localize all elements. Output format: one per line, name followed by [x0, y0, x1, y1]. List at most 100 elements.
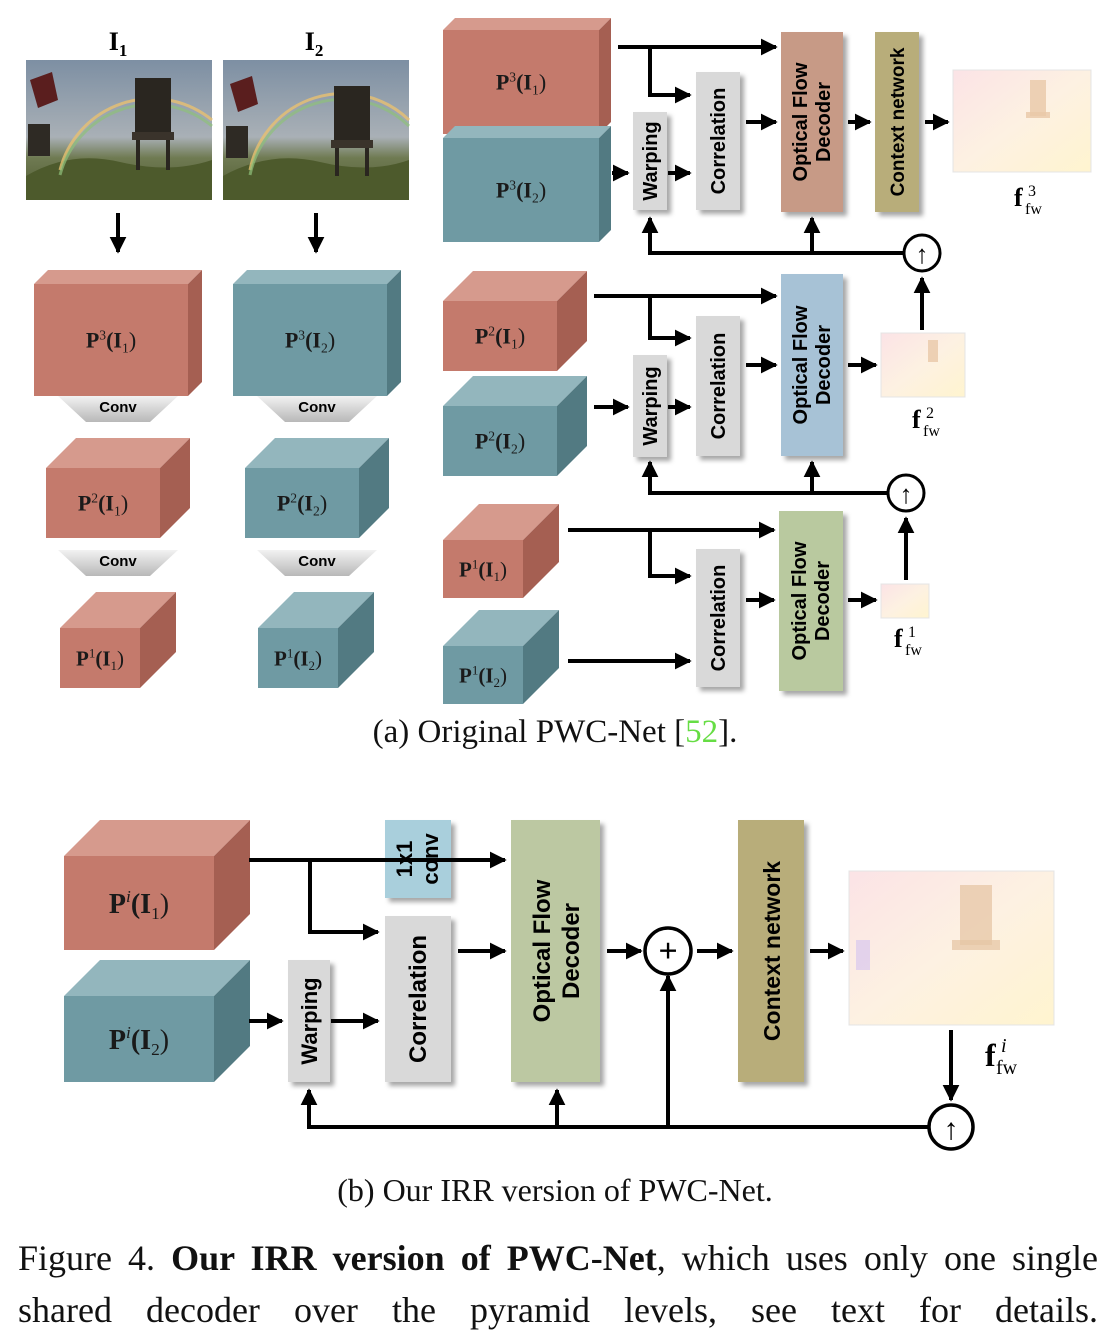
- decoder-block-b: [511, 820, 600, 1082]
- context-network-block-b: [738, 820, 804, 1082]
- decoder-block-l2: [781, 274, 843, 456]
- plus-circle-b: +: [643, 926, 693, 976]
- correlation-label-b: Correlation: [405, 935, 432, 1063]
- svg-text:fw: fw: [1025, 201, 1042, 218]
- citation-link[interactable]: 52: [685, 714, 719, 750]
- svg-text:fw: fw: [996, 1057, 1018, 1079]
- decoder-label-l1-b: Decoder: [812, 561, 834, 641]
- input-image-1: [26, 60, 213, 200]
- warping-block-b: [288, 960, 330, 1082]
- conv-arrow-2b: Conv: [257, 550, 377, 576]
- cube-p1-i1-right: P1(I1): [443, 504, 559, 598]
- flow-label-l2: f 2 fw: [912, 405, 940, 440]
- correlation-label-l1: Correlation: [708, 565, 730, 672]
- decoder-label-l2-b: Decoder: [813, 325, 835, 405]
- cube-p2-i1-left-label: P2(I1): [78, 490, 128, 518]
- warping-label-l2: Warping: [640, 366, 662, 445]
- cube-p3-i1-right: P3(I1): [443, 18, 611, 134]
- svg-text:I1: I1: [109, 27, 128, 60]
- svg-text:f: f: [894, 624, 903, 653]
- warping-block-l2: [633, 355, 667, 457]
- cube-p1-i2-right-label: P1(I2): [459, 662, 507, 690]
- decoder-label-b-a: Optical Flow: [529, 879, 556, 1022]
- upsample-circle-l2: ↑: [886, 473, 926, 513]
- cube-p1-i1-right-label: P1(I1): [459, 556, 507, 584]
- pwc-net-architecture-figure: I1 I2 P3(I1)P3(I2)P2(I1)P2(I2)P1(I1)P1: [26, 18, 1092, 1151]
- conv-arrow-1a: Conv: [58, 396, 178, 422]
- correlation-block-l2: [696, 316, 740, 456]
- decoder-label-l2-a: Optical Flow: [790, 305, 812, 424]
- svg-text:I2: I2: [305, 27, 324, 60]
- cube-pi-i2: Pi(I2): [64, 960, 250, 1082]
- flow-label-l3: f 3 fw: [1014, 183, 1042, 218]
- flow-label-b: f i fw: [985, 1035, 1018, 1079]
- svg-text:Conv: Conv: [99, 399, 137, 416]
- svg-text:f: f: [1014, 183, 1023, 212]
- conv-arrow-1b: Conv: [58, 550, 178, 576]
- upsample-circle-b: ↑: [927, 1103, 975, 1151]
- cube-p2-i1-right-label: P2(I1): [475, 323, 525, 351]
- cube-pi-i1: Pi(I1): [64, 820, 250, 950]
- cube-p1-i1-left: P1(I1): [60, 592, 176, 688]
- connectors-b: [249, 851, 960, 1129]
- context-network-label-b: Context network: [759, 861, 785, 1041]
- svg-text:Conv: Conv: [298, 553, 336, 570]
- decoder-label-l1-a: Optical Flow: [789, 541, 811, 660]
- warping-block-l3: [633, 112, 667, 210]
- correlation-block-b: [385, 916, 451, 1082]
- svg-text:Conv: Conv: [99, 553, 137, 570]
- decoder-label-l3-b: Decoder: [813, 82, 835, 162]
- svg-text:fw: fw: [905, 642, 922, 659]
- correlation-label-l2: Correlation: [708, 333, 730, 440]
- context-network-label: Context network: [888, 47, 909, 196]
- cube-p3-i2-left: P3(I2): [233, 270, 401, 396]
- cube-p3-i2-right: P3(I2): [443, 126, 611, 242]
- image-label-i1: I1: [109, 27, 128, 60]
- input-image-2: [223, 60, 411, 200]
- caption-b: (b) Our IRR version of PWC-Net.: [337, 1172, 773, 1208]
- svg-text:↑: ↑: [900, 480, 913, 509]
- cube-p1-i2-right: P1(I2): [443, 610, 559, 704]
- decoder-block-l3: [781, 32, 843, 212]
- flow-output-b: [848, 870, 1055, 1026]
- correlation-label-l3: Correlation: [708, 88, 730, 195]
- svg-text:2: 2: [926, 405, 934, 422]
- connectors-l2: [594, 287, 915, 580]
- decoder-label-l3-a: Optical Flow: [790, 62, 812, 181]
- correlation-block-l3: [696, 72, 740, 210]
- cube-p3-i1-left: P3(I1): [34, 270, 202, 396]
- cube-p1-i2-left: P1(I2): [258, 592, 374, 688]
- cube-p3-i2-right-label: P3(I2): [496, 177, 546, 205]
- conv-arrow-2a: Conv: [257, 396, 377, 422]
- svg-text:+: +: [658, 933, 677, 970]
- svg-text:f: f: [985, 1037, 996, 1073]
- connectors-l3: [612, 38, 950, 330]
- cube-pi-i2-label: Pi(I2): [109, 1023, 169, 1059]
- cube-pi-i1-label: Pi(I1): [109, 887, 169, 923]
- cube-p1-i1-left-label: P1(I1): [76, 645, 124, 673]
- flow-label-l1: f 1 fw: [894, 624, 922, 659]
- svg-text:3: 3: [1028, 183, 1036, 200]
- svg-text:f: f: [912, 405, 921, 434]
- caption-a: (a) Original PWC-Net [52].: [372, 714, 738, 750]
- cube-p3-i2-left-label: P3(I2): [285, 327, 335, 355]
- svg-text:i: i: [1001, 1035, 1007, 1057]
- svg-text:↑: ↑: [916, 240, 929, 269]
- figure-caption: Figure 4. Our IRR version of PWC-Net, wh…: [18, 1238, 1099, 1330]
- cube-p3-i1-right-label: P3(I1): [496, 69, 546, 97]
- decoder-label-b-b: Decoder: [558, 903, 585, 999]
- cube-p3-i1-left-label: P3(I1): [86, 327, 136, 355]
- upsample-circle-l3: ↑: [902, 233, 942, 273]
- image-label-i2: I2: [305, 27, 324, 60]
- decoder-block-l1: [779, 511, 843, 691]
- svg-text:fw: fw: [923, 423, 940, 440]
- svg-text:1: 1: [908, 624, 916, 641]
- warping-label-b: Warping: [297, 977, 322, 1064]
- correlation-block-l1: [696, 549, 740, 687]
- cube-p1-i2-left-label: P1(I2): [274, 645, 322, 673]
- cube-p2-i1-left: P2(I1): [46, 438, 190, 538]
- cube-p2-i1-right: P2(I1): [443, 271, 587, 371]
- svg-text:↑: ↑: [944, 1113, 959, 1146]
- svg-text:Conv: Conv: [298, 399, 336, 416]
- cube-p2-i2-left-label: P2(I2): [277, 490, 327, 518]
